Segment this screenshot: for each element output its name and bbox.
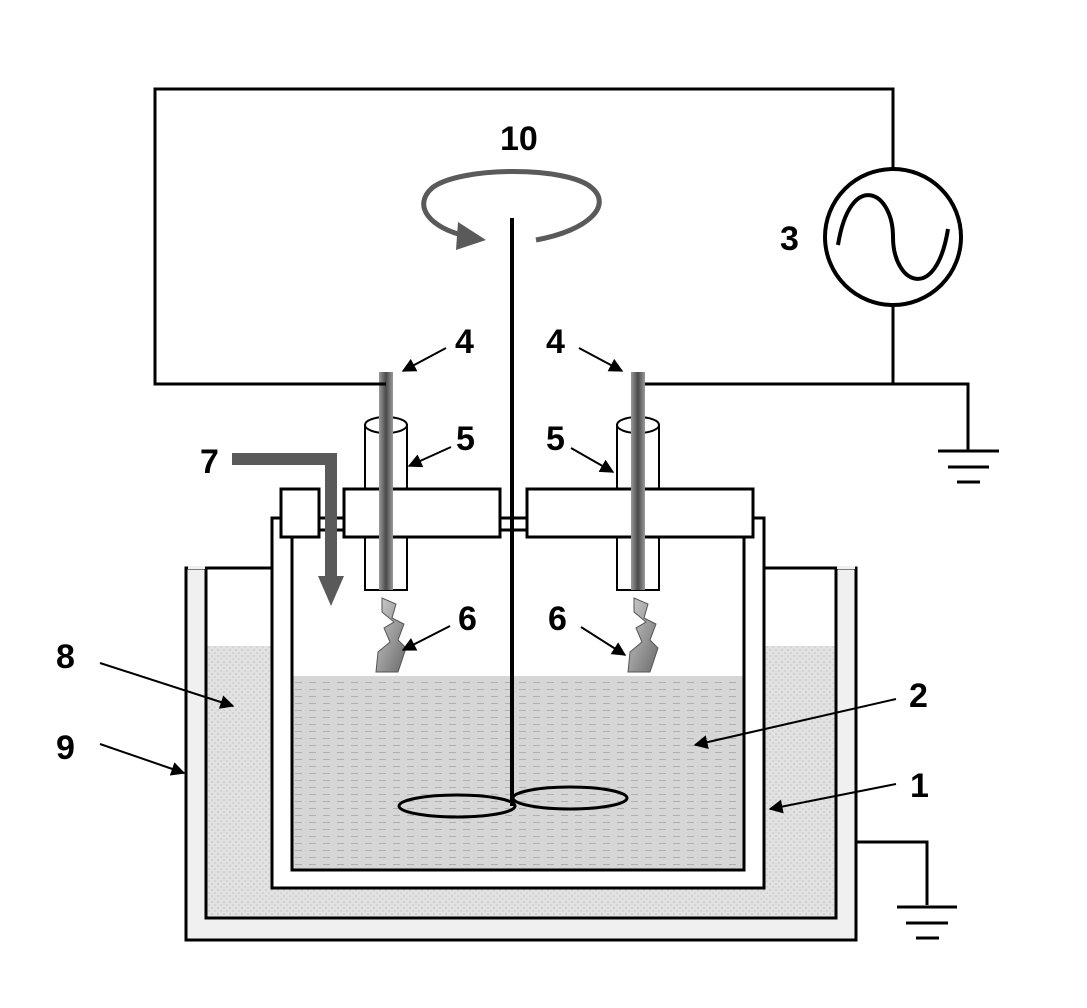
plasma-spark-left bbox=[375, 597, 407, 673]
stirrer-blade-left bbox=[397, 793, 517, 819]
label-plasma-right: 6 bbox=[548, 600, 567, 638]
gas-inlet-arrow bbox=[232, 453, 344, 606]
label-electrode-left: 4 bbox=[455, 323, 474, 361]
label-gas-inlet: 7 bbox=[200, 443, 219, 481]
gas-port bbox=[279, 487, 321, 539]
stirrer-blade-right bbox=[511, 785, 629, 811]
label-cooling-medium: 8 bbox=[56, 638, 75, 676]
label-liquid: 2 bbox=[909, 677, 928, 715]
label-insulator-right: 5 bbox=[546, 420, 565, 458]
label-outer-bath: 9 bbox=[56, 729, 75, 767]
label-electrode-right: 4 bbox=[546, 323, 565, 361]
plasma-spark-right bbox=[627, 597, 659, 673]
label-vessel: 1 bbox=[910, 767, 929, 805]
electrode-left bbox=[379, 372, 393, 590]
ac-source-icon bbox=[823, 167, 963, 307]
reaction-vessel bbox=[270, 516, 766, 890]
ground-icon-bath bbox=[897, 905, 957, 940]
label-plasma-left: 6 bbox=[458, 600, 477, 638]
electrode-right bbox=[631, 372, 645, 590]
ground-icon bbox=[938, 449, 999, 484]
label-power-source: 3 bbox=[780, 220, 799, 258]
rotation-arrow-icon bbox=[421, 169, 602, 250]
label-rotation: 10 bbox=[500, 120, 538, 158]
circuit-wiring bbox=[153, 87, 970, 905]
leader-lines bbox=[99, 347, 897, 814]
liquid bbox=[293, 676, 743, 869]
label-insulator-left: 5 bbox=[456, 420, 475, 458]
